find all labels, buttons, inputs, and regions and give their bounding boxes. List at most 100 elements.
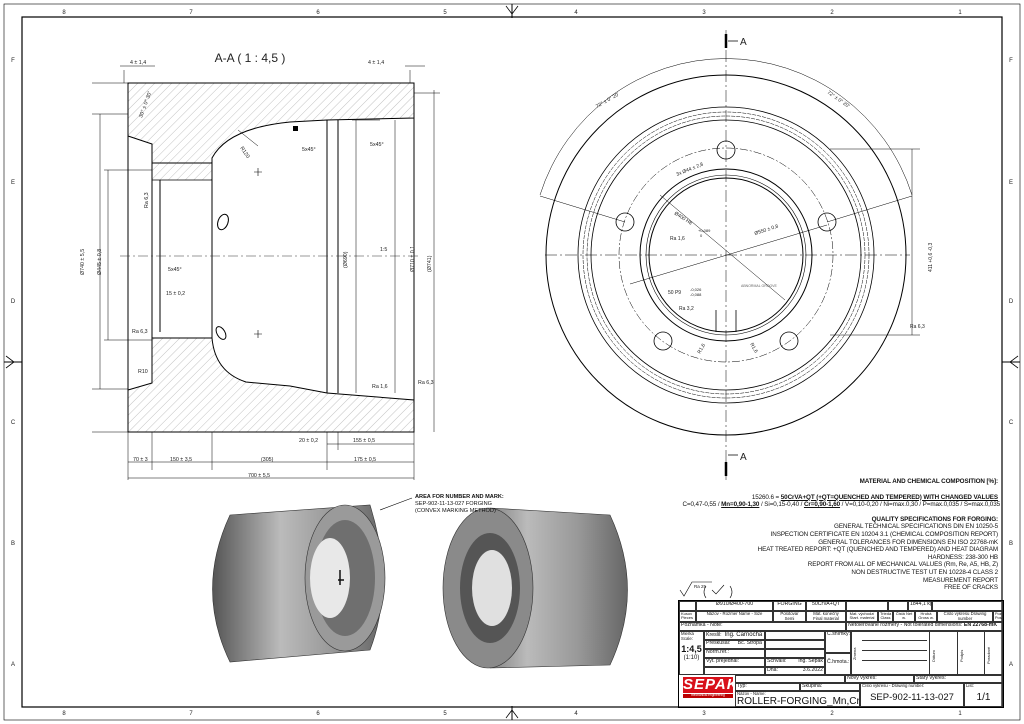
svg-text:6: 6 <box>316 711 320 717</box>
material-title: MATERIAL AND CHEMICAL COMPOSITION [%]: <box>859 478 998 485</box>
tb-approved: Schválil: Ing. Šepák <box>765 658 825 667</box>
comp-text: / Si=0,15-0,40 / <box>759 501 804 509</box>
svg-text:8: 8 <box>62 711 66 717</box>
general-roughness-value: Ra 25 <box>694 584 707 589</box>
svg-text:4: 4 <box>574 10 578 16</box>
material-grade: 50CrVA+QT (+QT=QUENCHED AND TEMPERED) WI… <box>780 493 998 501</box>
svg-text:50 P9: 50 P9 <box>668 290 681 296</box>
svg-text:4 ± 1,4: 4 ± 1,4 <box>368 60 384 66</box>
quality-item: MEASUREMENT REPORT <box>923 576 998 584</box>
dimension-lines <box>92 65 440 480</box>
divider <box>984 632 985 674</box>
front-view-dimensions: 72° ± 0° 20' 72° ± 0° 20' 3x Ø44 ± 2,8 Ø… <box>595 90 934 355</box>
svg-text:A: A <box>1009 662 1013 668</box>
tb-cell <box>765 631 825 640</box>
scale-value: 1:4,5 <box>681 644 702 655</box>
untoleranced-std: EN 22768-mK <box>963 622 998 628</box>
section-view-a-a: A-A ( 1 : 4,5 ) 4 ± 1,4 4 ± 1,4 30° ± 0°… <box>80 51 440 480</box>
section-marker-bottom: A <box>740 452 747 463</box>
approved-label: Schválil: <box>767 658 787 664</box>
comp-mn: Mn=0,90-1,30 <box>721 501 760 509</box>
tb-cell <box>888 601 908 611</box>
quality-item: FREE OF CRACKS <box>944 584 998 592</box>
tb-header: Číslo výkresu Drawing number <box>937 611 993 622</box>
svg-text:5x45°: 5x45° <box>370 142 384 148</box>
svg-text:B: B <box>1009 541 1013 547</box>
quality-item: REPORT FROM ALL OF MECHANICAL VALUES (Rm… <box>807 561 998 569</box>
tb-header: Hrubá Gross w. <box>915 611 937 622</box>
divider <box>957 632 958 674</box>
svg-text:4 ± 1,4: 4 ± 1,4 <box>130 60 146 66</box>
tb-cell <box>765 649 825 658</box>
comp-cr: Cr=0,90-1,60 <box>803 501 841 509</box>
tb-new-drawing: Nový výkres: <box>845 675 914 683</box>
svg-text:3: 3 <box>702 711 706 717</box>
iso-render-left <box>212 497 413 663</box>
tb-group: Skupina: <box>800 683 860 691</box>
tb-header: Polotovar Semi <box>773 611 806 622</box>
svg-text:15 ± 0,2: 15 ± 0,2 <box>166 291 185 297</box>
svg-text:(305): (305) <box>261 457 274 463</box>
tb-net-weight: 1844,1 kg <box>908 601 932 611</box>
drew-value: Ing. Čarnocha <box>724 632 763 638</box>
svg-text:Ø445 ± 0,8: Ø445 ± 0,8 <box>97 249 103 275</box>
svg-text:5x45°: 5x45° <box>168 267 182 273</box>
svg-text:-0,026: -0,026 <box>690 287 702 292</box>
section-title: A-A ( 1 : 4,5 ) <box>215 51 286 65</box>
tb-checked: Preskúšal: Bc. Stropa <box>704 640 765 649</box>
quality-item: GENERAL TECHNICAL SPECIFICATIONS DIN EN … <box>834 523 998 531</box>
svg-text:(Ø741): (Ø741) <box>427 255 433 272</box>
svg-text:411 +0,6 -0,3: 411 +0,6 -0,3 <box>928 243 934 272</box>
svg-text:Ra 3,2: Ra 3,2 <box>679 306 694 312</box>
general-roughness-symbol <box>679 581 733 599</box>
marking-area-note: AREA FOR NUMBER AND MARK: SEP-902-11-13-… <box>415 494 504 515</box>
tb-type: Typ: <box>735 683 800 691</box>
revision-change: Zmena <box>852 647 857 660</box>
tb-hmota: Č.hmota.: <box>825 653 851 675</box>
svg-text:F: F <box>11 58 15 64</box>
sheet-value: 1/1 <box>976 691 991 703</box>
drawing-no-label: Číslo výkresu - Drawing number: <box>862 683 925 688</box>
svg-text:B: B <box>11 541 15 547</box>
tb-header: Čistá Net w. <box>893 611 915 622</box>
name-label: Názov - Name: <box>737 691 766 696</box>
mark-note-line: (CONVEX MARKING METHOD) <box>415 508 496 514</box>
divider <box>862 640 927 641</box>
date-value: 3.6.2022 <box>802 667 823 673</box>
scale-alt: (1:10) <box>683 655 700 662</box>
tb-logo-cell: SEPAK mechanical engineering <box>679 675 735 707</box>
tb-drew: Kreslil:Ing. Čarnocha <box>704 631 765 640</box>
svg-text:175 ± 0,5: 175 ± 0,5 <box>354 457 376 463</box>
svg-text:F: F <box>1009 58 1013 64</box>
svg-text:R1,6: R1,6 <box>748 342 759 354</box>
svg-text:Ø710 ± 0,1: Ø710 ± 0,1 <box>410 246 416 272</box>
tb-name: Názov - Name: ROLLER-FORGING_Mn,Cr <box>735 691 860 707</box>
svg-text:7: 7 <box>189 711 193 717</box>
tb-date: Dňa: 3.6.2022 <box>765 667 825 675</box>
quality-item: GENERAL TOLERANCES FOR DIMENSIONS EN ISO… <box>818 538 998 546</box>
tb-sheet: List: 1/1 <box>964 683 1003 707</box>
tb-cell <box>679 601 696 611</box>
svg-text:C: C <box>11 420 16 426</box>
svg-text:Ra 1,6: Ra 1,6 <box>670 236 685 242</box>
svg-text:D: D <box>11 299 16 305</box>
tb-scale: Mierka Scale: 1:4,5 (1:10) <box>679 631 704 675</box>
svg-text:5: 5 <box>443 711 447 717</box>
approved-value: Ing. Šepák <box>798 658 823 664</box>
tb-note: Poznámka - Note: <box>679 622 846 631</box>
svg-text:Ra 6,3: Ra 6,3 <box>910 324 925 330</box>
svg-text:ABNORMAL GROOVE: ABNORMAL GROOVE <box>741 284 778 288</box>
svg-text:E: E <box>1009 180 1013 186</box>
svg-text:R120: R120 <box>238 146 250 160</box>
svg-text:Ra 6,3: Ra 6,3 <box>132 329 148 335</box>
front-view <box>539 30 920 480</box>
tb-header: Názov - Rozmer Name - Size <box>696 611 773 622</box>
comp-text: / V=0,10-0,20 / Ni=max.0,30 / P=max.0,03… <box>840 501 1000 509</box>
tb-header: Mat. východzí Start. material <box>846 611 878 622</box>
svg-text:E: E <box>11 180 15 186</box>
checked-label: Preskúšal: <box>706 640 731 646</box>
title-block: Ø910/Ø400-700 FORGING 50CrVA+QT 1844,1 k… <box>678 600 1004 708</box>
date-label: Dňa: <box>767 667 778 673</box>
svg-text:8: 8 <box>62 10 66 16</box>
quality-item: NON DESTRUCTIVE TEST UT EN 10228-4 CLASS… <box>851 568 998 576</box>
